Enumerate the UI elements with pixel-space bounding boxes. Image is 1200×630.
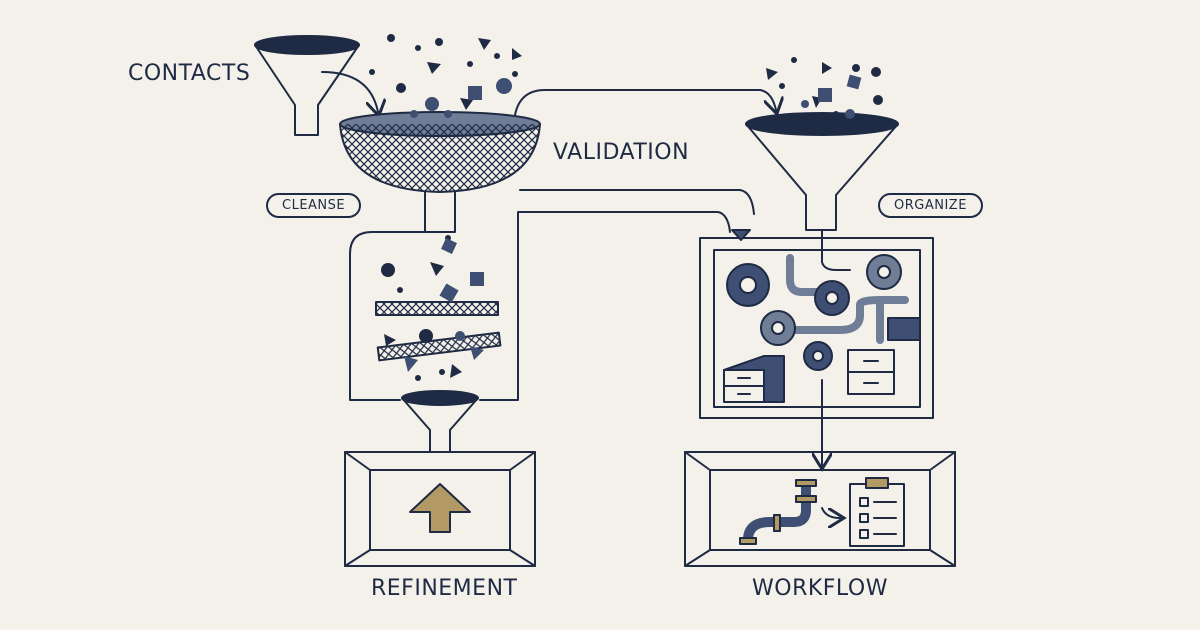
filter-screen-icon [376, 331, 502, 362]
data-particles [369, 34, 883, 381]
gear-icon [814, 280, 850, 316]
organize-funnel-to-processor-connector [821, 229, 851, 271]
up-arrow-icon [409, 483, 471, 533]
sieve-to-processor-connector [519, 189, 755, 215]
gear-icon [760, 310, 796, 346]
gear-icon [726, 263, 770, 307]
refinement-box [344, 451, 536, 567]
validation-label: VALIDATION [553, 140, 690, 165]
filter-screen-icon [375, 301, 499, 316]
sieve-to-organize-funnel-connector [514, 89, 776, 115]
filing-cabinet-icon [723, 355, 785, 403]
filing-cabinet-icon [847, 349, 895, 395]
pipe-icon [739, 479, 817, 545]
refinement-label: REFINEMENT [371, 576, 518, 601]
sieve-icon [339, 111, 541, 233]
workflow-label: WORKFLOW [752, 576, 888, 601]
clipboard-checklist-icon [849, 477, 905, 547]
gear-icon [803, 341, 833, 371]
refinement-to-processor-connector [517, 211, 731, 381]
contacts-to-sieve-arrow [321, 71, 378, 112]
processor-panel [699, 229, 934, 419]
contacts-funnel-icon [254, 35, 360, 136]
gear-icon [866, 254, 902, 290]
contacts-label: CONTACTS [128, 61, 251, 86]
cleanse-badge: CLEANSE [266, 193, 362, 218]
organize-badge: ORGANIZE [878, 193, 983, 218]
workflow-box [684, 451, 956, 567]
organize-funnel-icon [745, 112, 899, 231]
refinement-chamber [349, 231, 519, 453]
